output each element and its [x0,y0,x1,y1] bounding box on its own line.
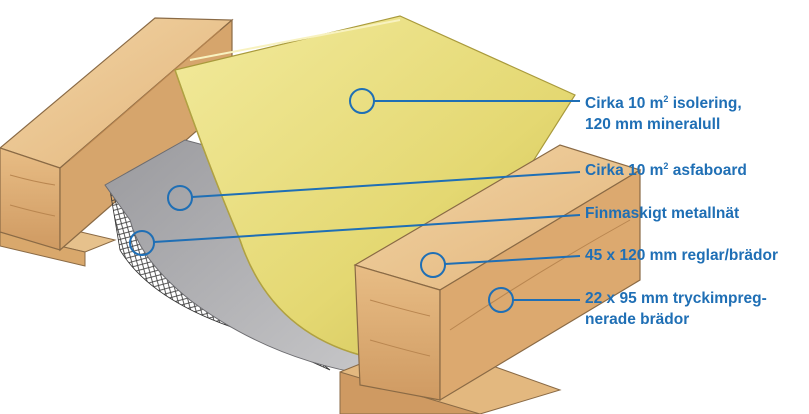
callout-insulation [349,88,580,114]
label-boards: 22 x 95 mm tryckimpreg- nerade brädor [585,288,767,330]
right-stud [353,144,642,402]
label-studs-text: 45 x 120 mm reglar/brädor [585,247,778,264]
callout-mesh [129,214,581,256]
label-mesh-text: Finmaskigt metallnät [585,205,740,222]
label-insulation-line2: 120 mm mineralull [585,116,721,133]
label-insulation-line1-pre: Cirka 10 m [585,95,664,112]
label-asfaboard: Cirka 10 m2 asfaboard [585,160,747,181]
callout-boards [488,287,580,313]
label-boards-line2: nerade brädor [585,311,690,328]
callout-asfaboard [167,171,581,211]
label-asfaboard-line1-pre: Cirka 10 m [585,162,664,179]
label-mesh: Finmaskigt metallnät [585,203,739,224]
label-asfaboard-sup: 2 [663,160,669,171]
label-asfaboard-line1-post: asfaboard [668,162,747,179]
label-boards-line1: 22 x 95 mm tryckimpreg- [585,290,767,307]
callout-studs [420,252,581,278]
label-insulation-sup: 2 [663,93,669,104]
label-insulation-line1-post: isolering, [668,95,742,112]
label-studs: 45 x 120 mm reglar/brädor [585,245,778,266]
label-insulation: Cirka 10 m2 isolering, 120 mm mineralull [585,93,742,135]
